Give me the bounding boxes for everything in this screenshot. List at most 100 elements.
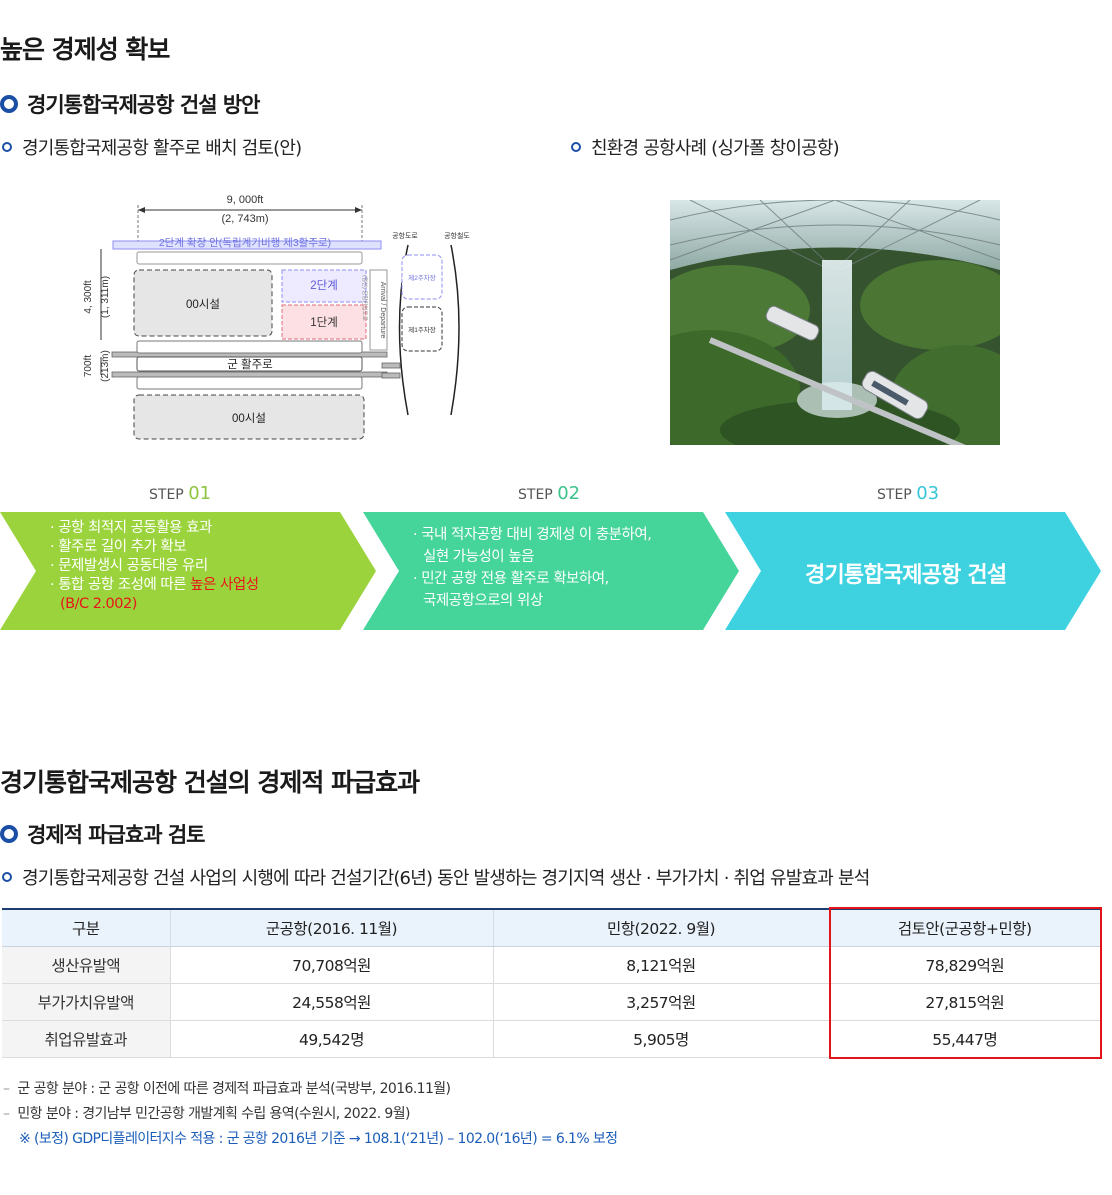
subsection-title-text: 경제적 파급효과 검토 bbox=[27, 823, 206, 847]
arrow-right-icon bbox=[355, 207, 362, 213]
table-row: 생산유발액 70,708억원 8,121억원 78,829억원 bbox=[2, 946, 1100, 984]
runway-line-bottom bbox=[111, 371, 388, 378]
step1-item: · 문제발생시 공동대응 유리 bbox=[50, 558, 208, 574]
step1-label: STEP 01 bbox=[149, 483, 211, 504]
table-header-row: 구분 군공항(2016. 11월) 민항(2022. 9월) 검토안(군공항+민… bbox=[2, 908, 1100, 947]
caption-analysis: 경기통합국제공항 건설 사업의 시행에 따라 건설기간(6년) 동안 발생하는 … bbox=[2, 864, 870, 890]
parking1-block bbox=[401, 306, 443, 352]
stage1-block bbox=[281, 304, 367, 340]
step-prefix: STEP bbox=[877, 487, 917, 503]
dim-height-ft: 4, 300ft bbox=[83, 280, 94, 314]
dim-gap-ft: 700ft bbox=[83, 355, 94, 377]
airport-rail-curve bbox=[450, 244, 460, 416]
table-row-header: 부가가치유발액 bbox=[2, 983, 170, 1021]
step1-item-sub: (B/C 2.002) bbox=[60, 596, 137, 612]
dim-width-ft: 9, 000ft bbox=[227, 194, 264, 206]
step1-chevron bbox=[0, 512, 376, 630]
source-notes: –군 공항 분야 : 군 공항 이전에 따른 경제적 파급효과 분석(국방부, … bbox=[3, 1077, 618, 1152]
access-road bbox=[369, 269, 388, 351]
subsection-title-review: 경제적 파급효과 검토 bbox=[0, 819, 206, 849]
caption-runway-layout-text: 경기통합국제공항 활주로 배치 검토(안) bbox=[22, 138, 302, 159]
step2-item: 국제공항으로의 위상 bbox=[423, 593, 543, 609]
ring-bullet-icon bbox=[0, 825, 18, 843]
phase2-runway bbox=[112, 240, 382, 250]
table-cell: 55,447명 bbox=[828, 1020, 1100, 1058]
facility-label-2: 00시설 bbox=[232, 412, 266, 425]
military-runway bbox=[136, 356, 363, 372]
step-number: 02 bbox=[557, 483, 581, 504]
note-item: –군 공항 분야 : 군 공항 이전에 따른 경제적 파급효과 분석(국방부, … bbox=[3, 1081, 451, 1097]
facility-block-1 bbox=[133, 269, 273, 337]
step3-chevron bbox=[725, 512, 1101, 630]
changi-photo-illustration bbox=[670, 200, 1000, 445]
dim-width-m: (2, 743m) bbox=[221, 213, 268, 225]
step1-item: · 활주로 길이 추가 확보 bbox=[50, 539, 187, 555]
table-cell: 49,542명 bbox=[169, 1020, 493, 1058]
dim-height-m: (1, 311m) bbox=[100, 276, 111, 318]
step2-chevron bbox=[363, 512, 739, 630]
small-ring-bullet-icon bbox=[2, 872, 12, 882]
taxiway-bottom bbox=[136, 376, 363, 390]
step1-list: · 공항 최적지 공동활용 효과 · 활주로 길이 추가 확보 · 문제발생시 … bbox=[50, 519, 259, 614]
phase2-runway-label: 2단계 확장 안(독립계기비행 제3활주로) bbox=[159, 236, 331, 249]
step2-item: · 민간 공항 전용 활주로 확보하여, bbox=[413, 571, 609, 587]
table-cell: 5,905명 bbox=[492, 1020, 829, 1058]
section-title-impact: 경기통합국제공항 건설의 경제적 파급효과 bbox=[0, 768, 420, 797]
taxiway-mid bbox=[136, 340, 363, 354]
step-number: 03 bbox=[916, 483, 940, 504]
facility-block-2 bbox=[133, 394, 365, 440]
military-runway-label: 군 활주로 bbox=[227, 357, 273, 371]
changi-airport-photo bbox=[670, 200, 1000, 445]
step-prefix: STEP bbox=[149, 487, 189, 503]
step2-item: 실현 가능성이 높음 bbox=[423, 549, 534, 565]
dim-gap-m: (213m) bbox=[100, 350, 111, 382]
dash-icon: – bbox=[3, 1106, 10, 1122]
stage2-label: 2단계 bbox=[310, 279, 338, 292]
table-row-header: 생산유발액 bbox=[2, 946, 170, 984]
step1-item: · 공항 최적지 공동활용 효과 bbox=[50, 520, 212, 536]
subsection-title-text: 경기통합국제공항 건설 방안 bbox=[27, 93, 260, 117]
facility-label-1: 00시설 bbox=[186, 298, 220, 311]
caption-changi-example-text: 친환경 공항사례 (싱가폴 창이공항) bbox=[591, 138, 840, 159]
parking2-label: 제2주차장 bbox=[408, 273, 436, 282]
access-road-small-label: (점선) 공항진입도로 bbox=[361, 275, 369, 321]
table-row-header: 취업유발효과 bbox=[2, 1020, 170, 1058]
runway-end-stub bbox=[381, 362, 401, 369]
step2-list: · 국내 적자공항 대비 경제성 이 충분하여, 실현 가능성이 높음 · 민간… bbox=[413, 526, 652, 611]
parking2-block bbox=[401, 254, 443, 300]
step2-item: · 국내 적자공항 대비 경제성 이 충분하여, bbox=[413, 527, 652, 543]
table-cell: 27,815억원 bbox=[828, 983, 1100, 1021]
note-item: –민항 분야 : 경기남부 민간공항 개발계획 수립 용역(수원시, 2022.… bbox=[3, 1106, 410, 1122]
step3-text: 경기통합국제공항 건설 bbox=[805, 563, 1007, 588]
parking1-label: 제1주차장 bbox=[408, 325, 436, 334]
caption-analysis-text: 경기통합국제공항 건설 사업의 시행에 따라 건설기간(6년) 동안 발생하는 … bbox=[22, 868, 870, 889]
step-number: 01 bbox=[188, 483, 212, 504]
table-cell: 70,708억원 bbox=[169, 946, 493, 984]
stage1-label: 1단계 bbox=[310, 316, 338, 329]
airport-road-label: 공항도로 bbox=[392, 231, 418, 240]
table-row: 부가가치유발액 24,558억원 3,257억원 27,815억원 bbox=[2, 983, 1100, 1021]
table-header-cell: 검토안(군공항+민항) bbox=[828, 908, 1100, 947]
stage2-block bbox=[281, 269, 367, 303]
table-header-cell: 민항(2022. 9월) bbox=[492, 908, 829, 947]
ring-bullet-icon bbox=[0, 95, 18, 113]
arrow-left-icon bbox=[138, 207, 145, 213]
table-cell: 3,257억원 bbox=[492, 983, 829, 1021]
small-ring-bullet-icon bbox=[2, 142, 12, 152]
highlight-text: 높은 사업성 bbox=[190, 577, 259, 593]
table-cell: 24,558억원 bbox=[169, 983, 493, 1021]
table-header-cell: 구분 bbox=[2, 908, 170, 947]
step1-item: · 통합 공항 조성에 따른 높은 사업성 bbox=[50, 577, 259, 593]
small-ring-bullet-icon bbox=[571, 142, 581, 152]
step-chevrons bbox=[0, 512, 1101, 630]
table-header-cell: 군공항(2016. 11월) bbox=[169, 908, 493, 947]
subsection-title-plan: 경기통합국제공항 건설 방안 bbox=[0, 89, 260, 119]
runway-end-stub bbox=[381, 372, 401, 379]
airport-rail-label: 공항철도 bbox=[444, 231, 470, 240]
table-cell: 78,829억원 bbox=[828, 946, 1100, 984]
dash-icon: – bbox=[3, 1081, 10, 1097]
note-item-correction: ※ (보정) GDP디플레이터지수 적용 : 군 공항 2016년 기준 → 1… bbox=[19, 1131, 618, 1147]
table-row: 취업유발효과 49,542명 5,905명 55,447명 bbox=[2, 1020, 1100, 1058]
step2-label: STEP 02 bbox=[518, 483, 580, 504]
table-cell: 8,121억원 bbox=[492, 946, 829, 984]
